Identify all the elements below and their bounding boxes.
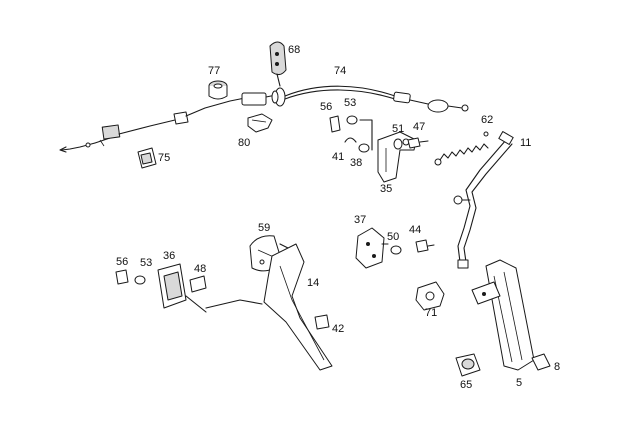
- return-spring-part: [434, 131, 489, 166]
- part-label-65: 65: [460, 379, 472, 391]
- part-label-35: 35: [380, 183, 392, 195]
- left-bracket-group: [115, 263, 207, 313]
- part-label-51: 51: [392, 123, 404, 135]
- part-label-38: 38: [350, 157, 362, 169]
- washer-bolt-parts: [390, 239, 435, 255]
- part-label-8: 8: [554, 361, 560, 373]
- part-label-47: 47: [413, 121, 425, 133]
- part-label-53-upper: 53: [344, 97, 356, 109]
- grommet-part: [269, 41, 287, 87]
- bushing-part: [208, 80, 228, 100]
- accelerator-pedal-part: [471, 259, 535, 371]
- part-label-48: 48: [194, 263, 206, 275]
- switch-part: [415, 281, 445, 311]
- part-label-37: 37: [354, 214, 366, 226]
- lever-clip-part: [314, 314, 330, 330]
- part-label-56-lower: 56: [116, 256, 128, 268]
- accelerator-rod-part: [453, 131, 514, 269]
- part-label-68: 68: [288, 44, 300, 56]
- part-label-75: 75: [158, 152, 170, 164]
- part-label-56-upper: 56: [320, 101, 332, 113]
- part-label-36: 36: [163, 250, 175, 262]
- part-label-11: 11: [520, 137, 531, 149]
- part-label-77: 77: [208, 65, 220, 77]
- part-labels: 68 77 74 56 53 62 51 47 11 80 41 38 75 3…: [116, 44, 560, 391]
- small-fittings: [329, 115, 429, 153]
- part-label-42: 42: [332, 323, 344, 335]
- pedal-stop-part: [455, 353, 481, 377]
- pedal-lever-part: [205, 243, 333, 371]
- part-label-59: 59: [258, 222, 270, 234]
- part-label-62: 62: [481, 114, 493, 126]
- accelerator-cable: [59, 85, 469, 153]
- bracket-clip-part: [247, 113, 273, 133]
- retainer-clip-part: [137, 147, 157, 169]
- part-label-50: 50: [387, 231, 399, 243]
- part-label-44: 44: [409, 224, 421, 236]
- part-label-74: 74: [334, 65, 346, 77]
- part-label-41: 41: [332, 151, 344, 163]
- pedal-clip-part: [531, 353, 551, 371]
- part-label-80: 80: [238, 137, 250, 149]
- part-label-71: 71: [425, 307, 437, 319]
- part-label-14: 14: [307, 277, 319, 289]
- part-label-53-lower: 53: [140, 257, 152, 269]
- part-label-5: 5: [516, 377, 522, 389]
- lever-bracket-part: [355, 227, 389, 269]
- mounting-bracket-part: [359, 119, 417, 183]
